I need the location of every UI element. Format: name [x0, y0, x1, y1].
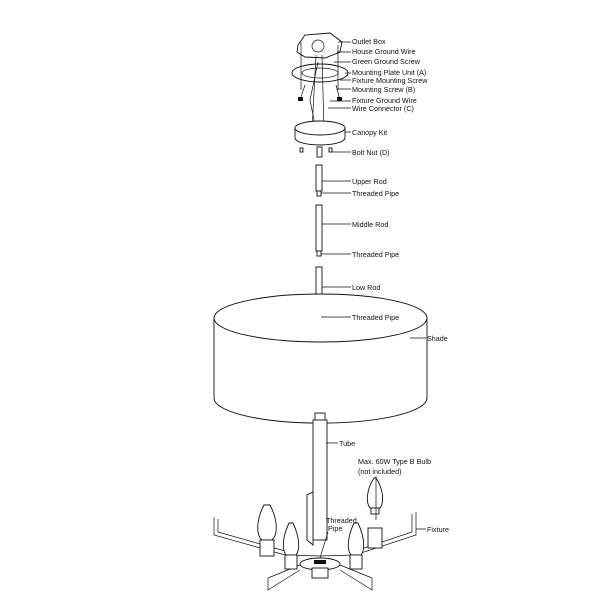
label-mounting-plate: Mounting Plate Unit (A): [352, 68, 426, 77]
label-threaded-pipe-4-line2: Pipe: [328, 524, 342, 533]
label-tube: Tube: [339, 439, 355, 448]
label-green-ground-screw: Green Ground Screw: [352, 57, 421, 66]
label-bulb-line1: Max. 60W Type B Bulb: [358, 457, 431, 466]
outlet-box: [296, 32, 343, 59]
label-wire-connector: Wire Connector (C): [352, 104, 414, 113]
label-bolt-nut: Bolt Nut (D): [352, 148, 390, 157]
label-mounting-screw: Mounting Screw (B): [352, 85, 415, 94]
leader-lines: [319, 41, 426, 559]
label-threaded-pipe-3: Threaded Pipe: [352, 313, 399, 322]
label-fixture-mounting-screw: Fixture Mounting Screw: [352, 76, 428, 85]
label-threaded-pipe-2: Threaded Pipe: [352, 250, 399, 259]
wires: [298, 42, 342, 131]
label-upper-rod: Upper Rod: [352, 177, 387, 186]
label-outlet-box: Outlet Box: [352, 37, 386, 46]
mounting-plate: [291, 63, 349, 83]
label-threaded-pipe-4-line1: Threaded: [326, 516, 357, 525]
label-bulb-line2: (not included): [358, 467, 402, 476]
shade: [213, 293, 428, 424]
label-fixture-ground-wire: Fixture Ground Wire: [352, 96, 417, 105]
tube: [312, 412, 328, 541]
canopy-kit: [294, 120, 346, 158]
label-canopy-kit: Canopy Kit: [352, 128, 387, 137]
label-threaded-pipe-1: Threaded Pipe: [352, 189, 399, 198]
rods: [315, 164, 323, 321]
bulbs: [257, 477, 384, 570]
label-house-ground-wire: House Ground Wire: [352, 47, 416, 56]
label-middle-rod: Middle Rod: [352, 220, 388, 229]
label-fixture: Fixture: [427, 525, 449, 534]
label-low-rod: Low Rod: [352, 283, 380, 292]
label-shade: Shade: [427, 334, 448, 343]
